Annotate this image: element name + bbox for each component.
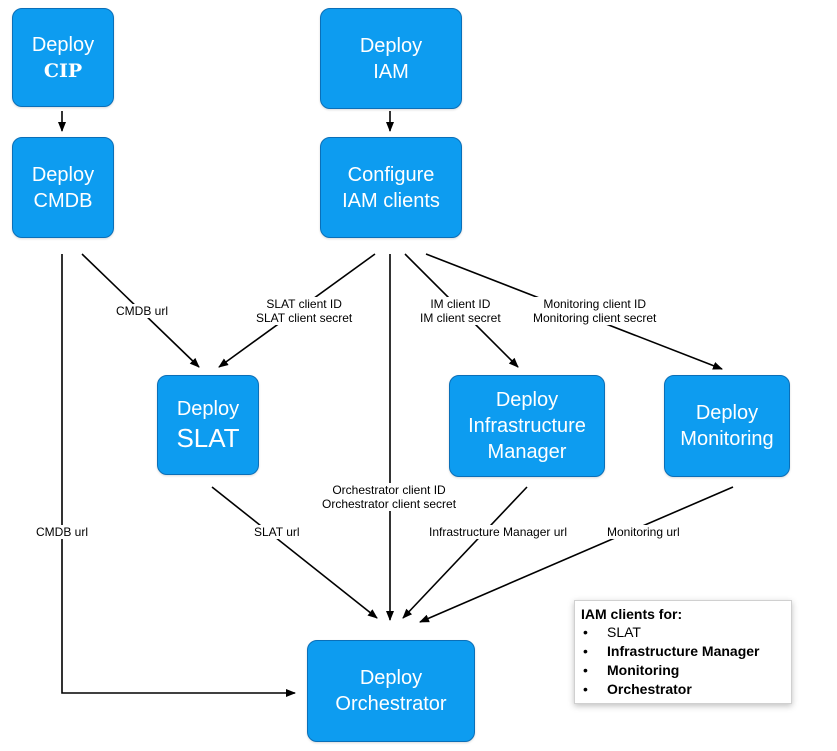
edge-label-line: Monitoring client ID <box>543 297 647 311</box>
legend-list: • SLAT • Infrastructure Manager • Monito… <box>581 623 785 699</box>
edge-label-line: Monitoring client secret <box>533 311 657 325</box>
edge-im-to-orchestrator <box>402 486 528 619</box>
edge-slat-to-orchestrator <box>211 486 378 619</box>
deploy-iam-node[interactable]: Deploy IAM <box>320 8 462 109</box>
node-label-line: Configure <box>347 163 435 186</box>
legend-item-monitoring: • Monitoring <box>581 661 785 680</box>
deploy-infrastructure-manager-node[interactable]: Deploy Infrastructure Manager <box>449 375 605 477</box>
edge-label-monitoring-to-orchestrator: Monitoring url <box>605 525 682 539</box>
legend-item-infrastructure-manager: • Infrastructure Manager <box>581 642 785 661</box>
deploy-monitoring-node[interactable]: Deploy Monitoring <box>664 375 790 477</box>
node-label-line: IAM clients <box>342 189 440 212</box>
edge-label-line: CMDB url <box>116 304 169 318</box>
deploy-cip-node[interactable]: Deploy CIP <box>12 8 114 107</box>
edge-label-line: Orchestrator client ID <box>332 483 446 497</box>
bullet-icon: • <box>583 681 588 697</box>
edge-monitoring-to-orchestrator <box>419 486 734 623</box>
edge-label-line: Orchestrator client secret <box>322 497 457 511</box>
node-label-line: Monitoring <box>680 428 774 450</box>
edge-label-line: SLAT client secret <box>256 311 353 325</box>
edge-cmdb-to-orchestrator <box>61 254 296 697</box>
edge-label-cmdb-to-slat: CMDB url <box>114 304 171 318</box>
node-label-line: CMDB <box>33 189 93 212</box>
node-label-line: Infrastructure <box>468 415 586 437</box>
node-label-line: SLAT <box>176 423 240 453</box>
edge-label-line: Infrastructure Manager url <box>429 525 568 539</box>
node-label-line: Deploy <box>359 34 423 57</box>
node-label-line: Orchestrator <box>335 693 447 715</box>
edge-label-cmdb-to-orchestrator: CMDB url <box>34 525 91 539</box>
bullet-icon: • <box>583 624 588 640</box>
edge-label-line: IM client ID <box>430 297 491 311</box>
node-label-line: Deploy <box>31 163 95 186</box>
node-label-line: CIP <box>43 59 83 82</box>
deploy-orchestrator-node[interactable]: Deploy Orchestrator <box>307 640 475 742</box>
legend-item-label: SLAT <box>607 624 641 640</box>
edge-label-im-to-orchestrator: Infrastructure Manager url <box>427 525 570 539</box>
legend-item-label: Infrastructure Manager <box>607 643 760 659</box>
edge-label-iam-to-slat: SLAT client ID SLAT client secret <box>254 297 355 325</box>
edge-label-line: CMDB url <box>36 525 89 539</box>
edge-label-slat-to-orchestrator: SLAT url <box>252 525 302 539</box>
legend-item-label: Orchestrator <box>607 681 692 697</box>
legend-title: IAM clients for: <box>581 606 683 622</box>
configure-iam-clients-node[interactable]: Configure IAM clients <box>320 137 462 238</box>
edge-label-iam-to-im: IM client ID IM client secret <box>418 297 503 325</box>
edge-label-line: SLAT client ID <box>266 297 342 311</box>
node-label-line: Deploy <box>31 33 95 56</box>
node-label-line: Deploy <box>695 402 759 424</box>
iam-clients-legend: IAM clients for: • SLAT • Infrastructure… <box>574 600 792 704</box>
node-label-line: Deploy <box>176 398 240 420</box>
bullet-icon: • <box>583 643 588 659</box>
node-label-line: Manager <box>487 441 567 463</box>
legend-item-label: Monitoring <box>607 662 680 678</box>
edge-label-line: Monitoring url <box>607 525 680 539</box>
deploy-slat-node[interactable]: Deploy SLAT <box>157 375 259 475</box>
node-label-line: IAM <box>373 60 409 83</box>
node-label-line: Deploy <box>495 389 559 411</box>
node-label-line: Deploy <box>359 667 423 689</box>
edge-label-line: IM client secret <box>420 311 501 325</box>
edge-label-iam-to-orchestrator: Orchestrator client ID Orchestrator clie… <box>320 483 459 511</box>
legend-item-orchestrator: • Orchestrator <box>581 680 785 699</box>
edge-label-iam-to-monitoring: Monitoring client ID Monitoring client s… <box>531 297 659 325</box>
edge-label-line: SLAT url <box>254 525 300 539</box>
deploy-cmdb-node[interactable]: Deploy CMDB <box>12 137 114 238</box>
bullet-icon: • <box>583 662 588 678</box>
legend-item-slat: • SLAT <box>581 623 785 642</box>
